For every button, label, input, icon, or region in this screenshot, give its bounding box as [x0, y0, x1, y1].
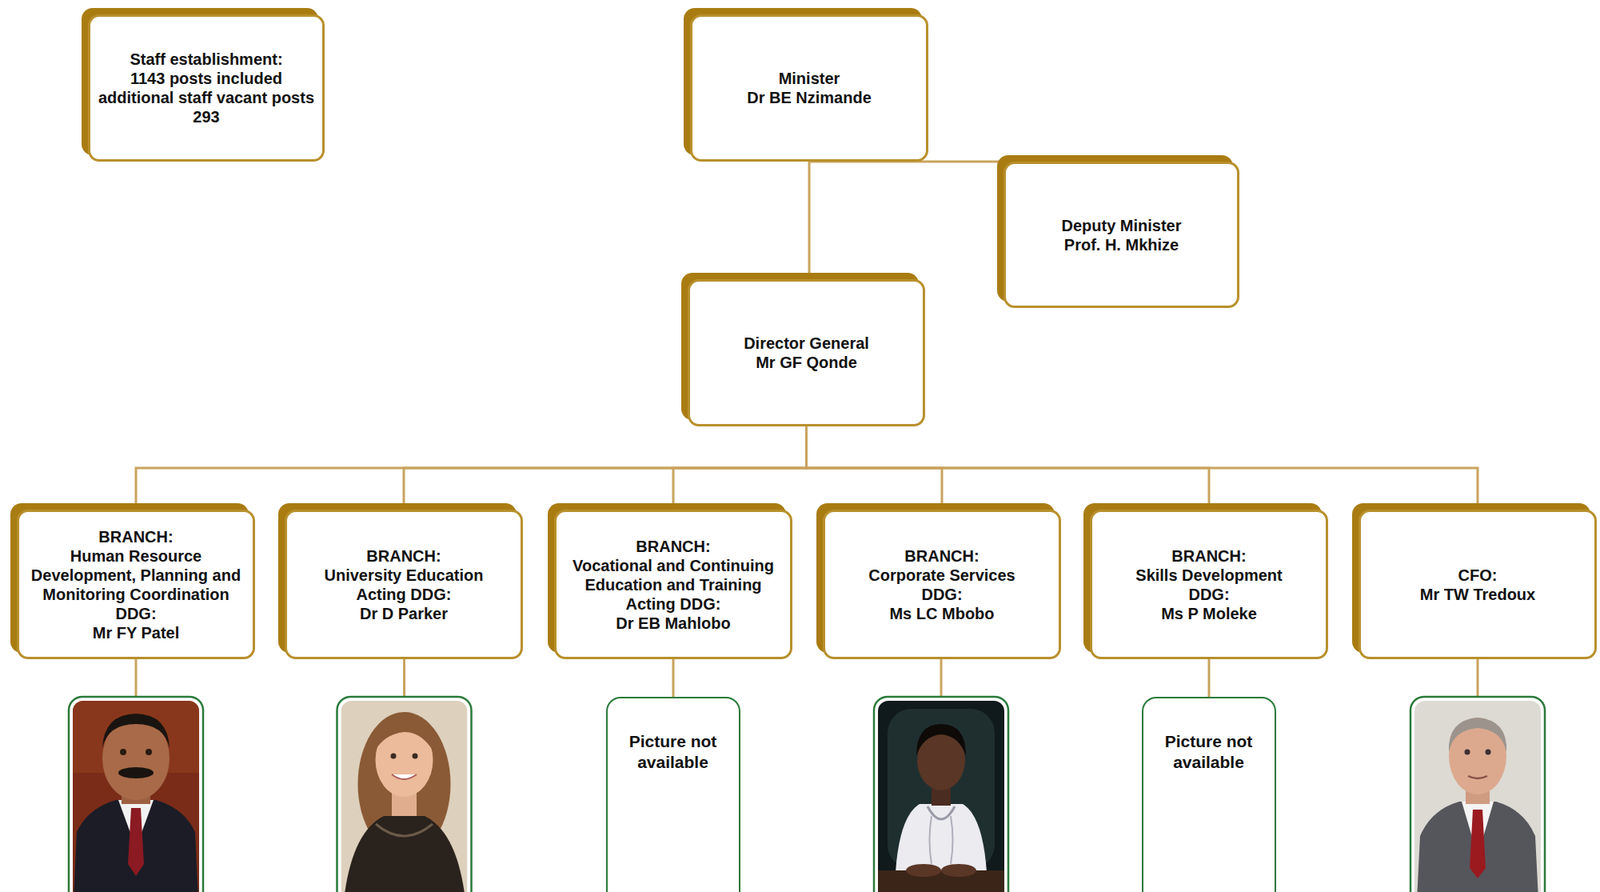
node-content: BRANCH:University EducationActing DDG:Dr…	[293, 546, 515, 623]
portrait-photo	[873, 696, 1009, 892]
deputy-minister-box: Deputy MinisterProf. H. Mkhize	[1003, 161, 1240, 308]
node-content: BRANCH:Corporate ServicesDDG:Ms LC Mbobo	[831, 546, 1053, 623]
connector-line	[673, 426, 807, 510]
node-text: Picture not available	[612, 730, 735, 774]
branch-box: BRANCH:Skills DevelopmentDDG:Ms P Moleke	[1089, 509, 1329, 659]
photo-frame	[1410, 696, 1545, 892]
node-text: Corporate Services	[831, 565, 1053, 585]
node-text: Staff establishment:	[96, 49, 316, 69]
node-text: Mr FY Patel	[25, 622, 247, 643]
minister-box: MinisterDr BE Nzimande	[690, 14, 929, 162]
node-text: Minister	[698, 68, 920, 88]
node-content: Director GeneralMr GF Qonde	[696, 333, 917, 372]
branch-box: BRANCH:Corporate ServicesDDG:Ms LC Mbobo	[822, 509, 1062, 659]
connector-line	[403, 426, 807, 510]
portrait-photo	[337, 696, 472, 892]
node-content: BRANCH:Vocational and Continuing Educati…	[562, 536, 784, 633]
node-text: Prof. H. Mkhize	[1012, 235, 1231, 255]
node-content: BRANCH:Skills DevelopmentDDG:Ms P Moleke	[1098, 546, 1320, 623]
node-content: Staff establishment:1143 posts included …	[96, 49, 316, 127]
director-general-box: Director GeneralMr GF Qonde	[687, 279, 926, 427]
picture-placeholder: Picture not available	[1141, 696, 1277, 892]
node-text: Dr BE Nzimande	[698, 87, 920, 108]
branch-box: BRANCH:Human Resource Development, Plann…	[16, 509, 256, 659]
node-content: Deputy MinisterProf. H. Mkhize	[1012, 215, 1231, 255]
node-text: CFO:	[1367, 565, 1589, 585]
photo-frame	[68, 696, 204, 892]
photo-frame	[337, 696, 472, 892]
node-text: Acting DDG:	[562, 594, 784, 614]
node-text: Director General	[696, 333, 917, 353]
connector-line	[808, 161, 811, 280]
photo-frame	[873, 696, 1009, 892]
node-content: Picture not available	[1148, 730, 1270, 774]
branch-box: BRANCH:Vocational and Continuing Educati…	[554, 509, 793, 659]
connector-line	[1208, 658, 1211, 697]
node-text: Dr EB Mahlobo	[562, 613, 784, 633]
node-text: Dr D Parker	[293, 603, 515, 623]
node-text: Deputy Minister	[1012, 215, 1231, 236]
connector-line	[672, 658, 675, 697]
node-text: Mr TW Tredoux	[1367, 584, 1589, 604]
node-content: MinisterDr BE Nzimande	[698, 68, 920, 108]
node-text: DDG:	[1098, 584, 1320, 604]
portrait-photo	[1410, 696, 1545, 892]
node-text: BRANCH:	[293, 546, 515, 566]
photo-leader	[940, 658, 943, 697]
node-text: BRANCH:	[1098, 546, 1320, 566]
portrait-photo	[68, 696, 204, 892]
connector-line	[135, 426, 807, 510]
node-content: BRANCH:Human Resource Development, Plann…	[25, 526, 247, 643]
node-text: DDG:	[25, 603, 247, 623]
cfo-box: CFO:Mr TW Tredoux	[1358, 509, 1597, 659]
node-text: BRANCH:	[831, 546, 1053, 566]
node-text: University Education	[293, 565, 515, 585]
staff-count-box: Staff establishment:1143 posts included …	[87, 14, 325, 162]
node-text: Human Resource Development, Planning and…	[25, 546, 247, 604]
node-text: 1143 posts included additional staff vac…	[96, 68, 316, 108]
node-text: Vocational and Continuing Education and …	[562, 555, 784, 595]
node-text: BRANCH:	[25, 526, 247, 547]
node-content: CFO:Mr TW Tredoux	[1367, 565, 1589, 604]
node-text: Acting DDG:	[293, 584, 515, 604]
photo-leader	[1476, 658, 1480, 697]
connector-line	[806, 426, 1479, 510]
node-text: Ms P Moleke	[1098, 603, 1320, 623]
branch-box: BRANCH:University EducationActing DDG:Dr…	[284, 509, 523, 659]
node-text: Ms LC Mbobo	[831, 603, 1053, 623]
node-content: Picture not available	[612, 730, 735, 774]
node-text: 293	[96, 107, 316, 127]
node-text: Skills Development	[1098, 565, 1320, 585]
picture-placeholder: Picture not available	[606, 696, 741, 892]
node-text: Picture not available	[1148, 730, 1270, 774]
node-text: DDG:	[831, 584, 1053, 604]
photo-leader	[135, 658, 138, 697]
node-text: BRANCH:	[562, 536, 784, 556]
photo-leader	[135, 658, 1478, 697]
photo-leader	[402, 658, 406, 697]
node-text: Mr GF Qonde	[696, 352, 917, 372]
